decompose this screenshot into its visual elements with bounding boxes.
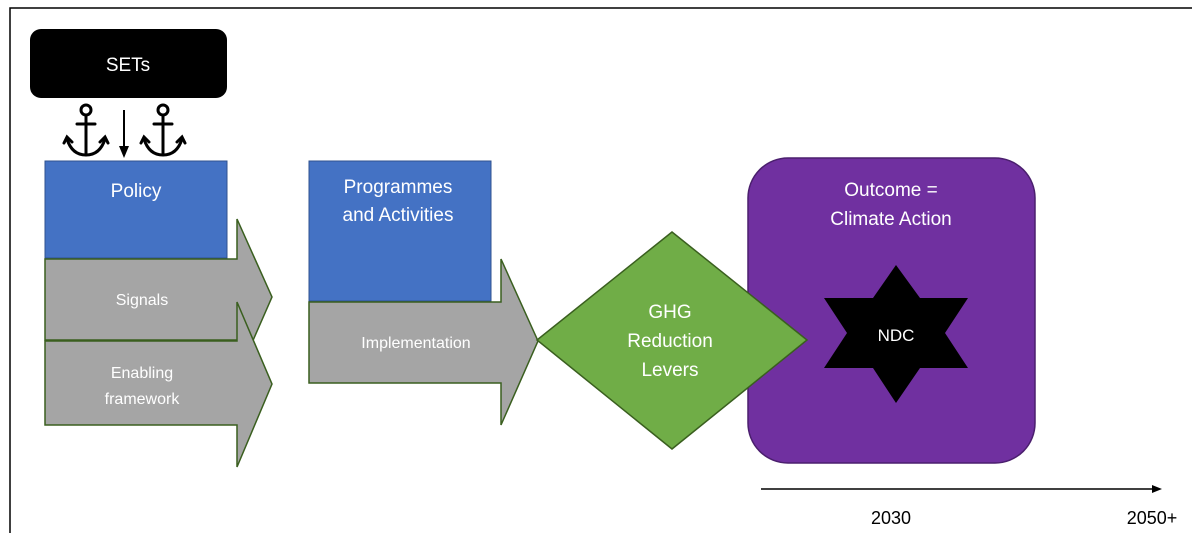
signals-label: Signals [116, 292, 168, 309]
outcome-label-line1: Outcome = [844, 180, 937, 201]
policy-box: Policy [44, 160, 228, 259]
outcome-label-line2: Climate Action [830, 209, 951, 230]
enabling-arrow-shape [44, 301, 273, 468]
timeline-tick-2050: 2050+ [1127, 508, 1178, 528]
anchor-icon-left [62, 103, 110, 157]
implementation-arrow: Implementation [308, 258, 539, 426]
policy-box-shape [44, 160, 228, 259]
anchor-icon-right [139, 103, 187, 157]
signals-arrow-shape [44, 218, 273, 378]
enabling-label-line2: framework [105, 391, 181, 408]
ghg-diamond: GHG Reduction Levers [535, 231, 809, 450]
ghg-label-line2: Reduction [627, 331, 713, 352]
programmes-label-line2: and Activities [343, 205, 454, 226]
ghg-label-line3: Levers [641, 360, 698, 381]
policy-label: Policy [111, 181, 162, 202]
timeline-arrowhead-icon [1152, 485, 1162, 493]
timeline: 2030 2050+ [761, 485, 1177, 528]
implementation-arrow-shape [308, 258, 539, 426]
ndc-star-shape [824, 265, 968, 403]
ndc-label: NDC [878, 326, 915, 345]
enabling-label-line1: Enabling [111, 365, 173, 382]
sets-box: SETs [30, 29, 227, 98]
ghg-label-line1: GHG [648, 302, 691, 323]
sets-box-shape [30, 29, 227, 98]
implementation-label: Implementation [361, 335, 470, 352]
timeline-tick-2030: 2030 [871, 508, 911, 528]
frame-border [9, 7, 1192, 533]
programmes-label-line1: Programmes [344, 177, 453, 198]
sets-label: SETs [106, 55, 150, 76]
ndc-star: NDC [824, 265, 968, 403]
ghg-diamond-shape [535, 231, 809, 450]
enabling-framework-arrow: Enabling framework [44, 301, 273, 468]
down-arrow-icon [119, 110, 129, 158]
programmes-box: Programmes and Activities [308, 160, 492, 302]
programmes-box-shape [308, 160, 492, 302]
signals-arrow: Signals [44, 218, 273, 378]
